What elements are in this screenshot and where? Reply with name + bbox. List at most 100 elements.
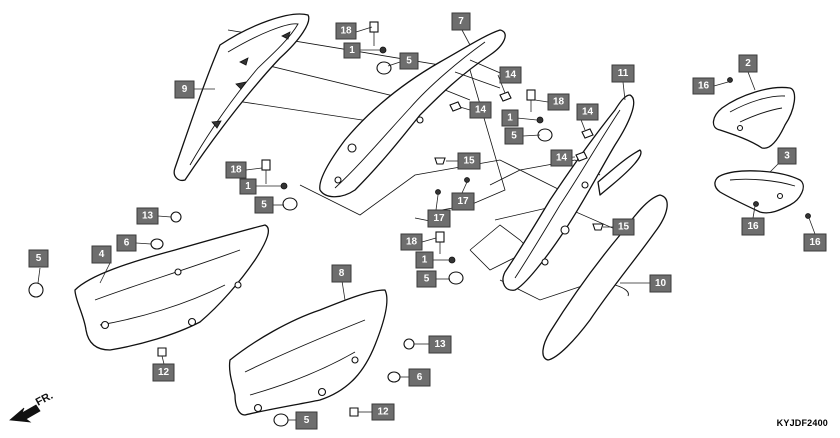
svg-text:1: 1 bbox=[422, 255, 428, 266]
callout-18[interactable]: 18 bbox=[225, 161, 247, 179]
part-8-side-cover[interactable] bbox=[228, 289, 388, 416]
grommet-icon bbox=[150, 238, 164, 250]
grommet-icon bbox=[403, 338, 415, 350]
callout-7[interactable]: 7 bbox=[451, 12, 471, 31]
part-2-top-cover[interactable] bbox=[712, 86, 796, 149]
part-9-upper-cowl[interactable] bbox=[173, 13, 310, 182]
grommet-icon bbox=[170, 211, 182, 223]
callout-5[interactable]: 5 bbox=[254, 196, 274, 214]
callout-5[interactable]: 5 bbox=[295, 411, 318, 430]
hardware-items bbox=[28, 21, 811, 427]
front-direction-indicator: FR. bbox=[9, 390, 55, 423]
callout-17[interactable]: 17 bbox=[451, 192, 475, 211]
svg-text:1: 1 bbox=[507, 113, 513, 124]
callout-13[interactable]: 13 bbox=[428, 335, 452, 354]
grommet-icon bbox=[282, 197, 298, 211]
callout-14[interactable]: 14 bbox=[499, 66, 522, 84]
svg-text:5: 5 bbox=[406, 56, 412, 67]
pin-icon bbox=[435, 189, 441, 195]
svg-text:15: 15 bbox=[618, 222, 630, 233]
callout-5[interactable]: 5 bbox=[416, 270, 437, 288]
svg-text:18: 18 bbox=[340, 26, 352, 37]
callout-10[interactable]: 10 bbox=[649, 274, 672, 293]
svg-text:8: 8 bbox=[339, 268, 345, 279]
callout-12[interactable]: 12 bbox=[152, 363, 175, 382]
callout-5[interactable]: 5 bbox=[399, 52, 419, 70]
svg-text:1: 1 bbox=[245, 181, 251, 192]
pin-icon bbox=[727, 77, 733, 83]
screw-icon bbox=[434, 157, 446, 165]
svg-text:18: 18 bbox=[406, 237, 418, 248]
callouts: 18 1 5 7 9 14 14 18 1 5 14 14 11 2 16 3 … bbox=[28, 12, 827, 430]
callout-3[interactable]: 3 bbox=[777, 147, 797, 165]
pin-icon bbox=[753, 201, 759, 207]
callout-15[interactable]: 15 bbox=[457, 152, 481, 170]
svg-text:17: 17 bbox=[457, 196, 469, 207]
callout-1[interactable]: 1 bbox=[239, 178, 257, 195]
callout-5[interactable]: 5 bbox=[504, 127, 524, 145]
callout-8[interactable]: 8 bbox=[331, 264, 352, 283]
svg-text:18: 18 bbox=[230, 165, 242, 176]
callout-14[interactable]: 14 bbox=[469, 101, 492, 119]
collar-icon bbox=[379, 46, 387, 54]
clip-icon bbox=[157, 347, 167, 357]
callout-2[interactable]: 2 bbox=[738, 54, 758, 73]
svg-text:5: 5 bbox=[36, 253, 42, 264]
callout-4[interactable]: 4 bbox=[91, 245, 112, 264]
diagram-code: KYJDF2400 bbox=[776, 418, 828, 428]
svg-text:14: 14 bbox=[505, 70, 517, 81]
grommet-icon bbox=[376, 61, 392, 75]
grommet-icon bbox=[537, 128, 553, 142]
direction-label: FR. bbox=[34, 390, 55, 409]
callout-11[interactable]: 11 bbox=[611, 64, 635, 83]
bolt-icon bbox=[435, 231, 445, 254]
svg-text:5: 5 bbox=[304, 415, 310, 426]
callout-18[interactable]: 18 bbox=[400, 233, 423, 251]
collar-icon bbox=[448, 256, 456, 264]
svg-text:13: 13 bbox=[434, 339, 446, 350]
bolt-icon bbox=[261, 159, 271, 184]
svg-text:18: 18 bbox=[553, 97, 565, 108]
callout-6[interactable]: 6 bbox=[408, 368, 431, 387]
svg-text:15: 15 bbox=[463, 156, 475, 167]
callout-16[interactable]: 16 bbox=[692, 77, 715, 95]
callout-18[interactable]: 18 bbox=[335, 22, 357, 40]
part-11-tail-frame[interactable] bbox=[502, 94, 642, 291]
callout-14[interactable]: 14 bbox=[550, 149, 573, 167]
svg-text:5: 5 bbox=[424, 274, 430, 285]
callout-9[interactable]: 9 bbox=[174, 80, 195, 99]
callout-13[interactable]: 13 bbox=[136, 207, 159, 225]
part-4-side-cover[interactable] bbox=[74, 224, 269, 351]
svg-text:1: 1 bbox=[349, 45, 355, 56]
svg-text:4: 4 bbox=[99, 249, 105, 260]
pin-icon bbox=[464, 177, 470, 183]
part-3-lower-cover[interactable] bbox=[714, 170, 804, 214]
svg-text:14: 14 bbox=[556, 153, 568, 164]
callout-16[interactable]: 16 bbox=[803, 233, 827, 252]
svg-text:10: 10 bbox=[655, 278, 667, 289]
callout-12[interactable]: 12 bbox=[371, 403, 395, 421]
callout-1[interactable]: 1 bbox=[415, 251, 434, 269]
callout-15[interactable]: 15 bbox=[612, 218, 635, 236]
part-7-inner-panel[interactable] bbox=[319, 29, 506, 198]
callout-5[interactable]: 5 bbox=[28, 249, 49, 268]
callout-14[interactable]: 14 bbox=[576, 103, 599, 121]
callout-1[interactable]: 1 bbox=[343, 42, 361, 59]
svg-text:5: 5 bbox=[511, 131, 517, 142]
callout-6[interactable]: 6 bbox=[116, 234, 137, 252]
clip-icon bbox=[449, 101, 462, 112]
callout-17[interactable]: 17 bbox=[427, 209, 451, 228]
bolt-icon bbox=[369, 21, 379, 46]
grommet-icon bbox=[273, 413, 289, 427]
bolt-icon bbox=[526, 89, 536, 112]
callout-18[interactable]: 18 bbox=[547, 93, 570, 111]
callout-16[interactable]: 16 bbox=[741, 217, 765, 236]
svg-text:11: 11 bbox=[618, 68, 629, 79]
svg-text:6: 6 bbox=[124, 238, 130, 249]
grommet-icon bbox=[448, 271, 464, 285]
callout-1[interactable]: 1 bbox=[501, 109, 519, 127]
svg-text:5: 5 bbox=[261, 200, 267, 211]
svg-text:6: 6 bbox=[417, 372, 423, 383]
grommet-icon bbox=[28, 282, 44, 298]
